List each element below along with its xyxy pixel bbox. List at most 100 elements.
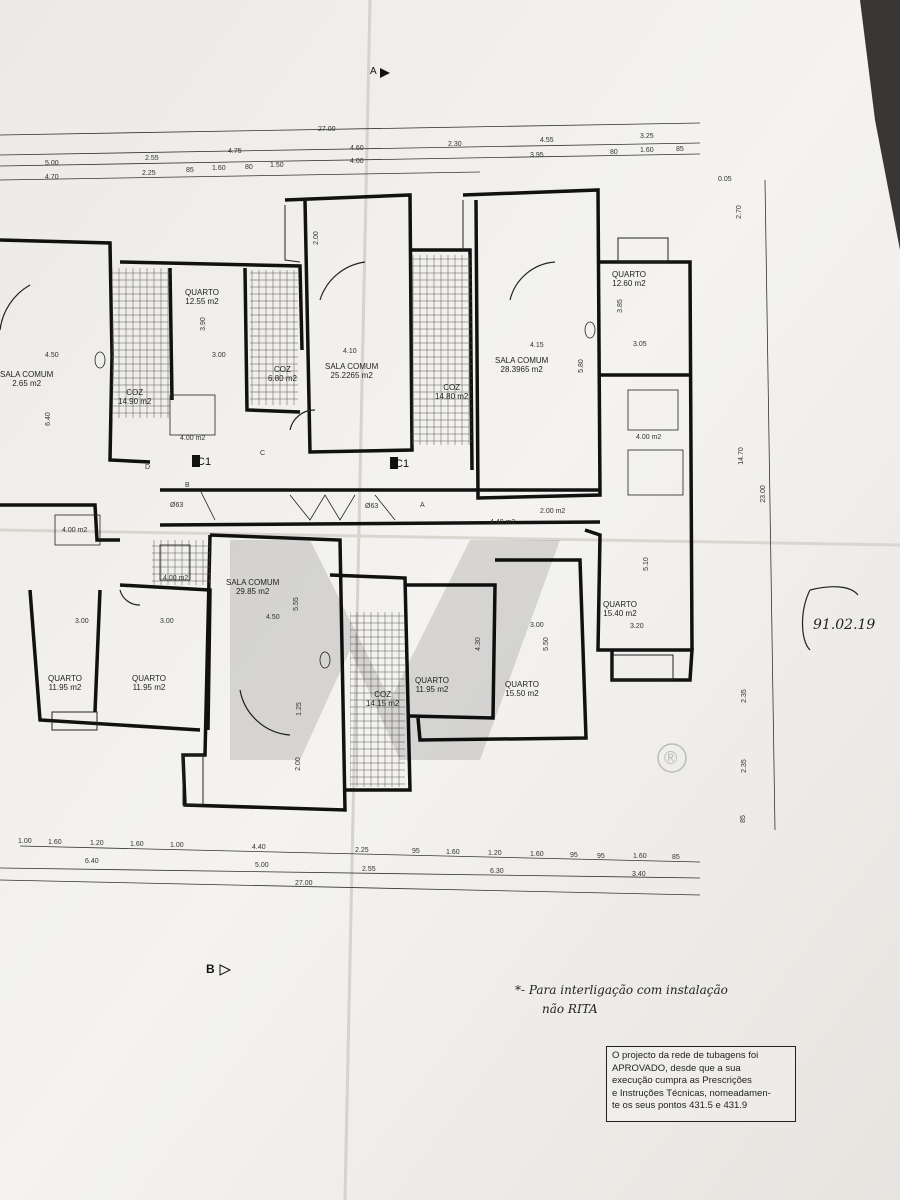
dim-bottom: 1.00 [170,842,184,849]
dim-top: 4.60 [350,145,364,152]
dim-bottom: 1.00 [18,838,32,845]
small-area: 2.00 m2 [540,508,566,515]
dim-inner: 3.00 [75,618,89,625]
dim-right: 23.00 [759,485,767,503]
dim-top: 4.00 [350,158,364,165]
dim-bottom: 95 [412,848,420,855]
dim-inner: 1.25 [295,702,303,716]
stamp-line: APROVADO, desde que a sua [612,1062,741,1074]
dim-top: 2.25 [142,170,156,177]
dim-bottom-total: 27.00 [295,880,313,887]
dim-top: 3.25 [640,133,654,140]
dim-bottom: 4.40 [252,844,266,851]
dim-bottom: 6.40 [85,858,99,865]
dim-right: 2.35 [740,759,748,773]
symbol-letter: C [260,450,266,457]
dim-inner: 4.50 [266,614,280,621]
dim-bottom: 1.60 [633,853,647,860]
approval-stamp: O projecto da rede de tubagens foi APROV… [606,1046,796,1122]
dim-inner: 5.50 [542,637,550,651]
dim-top: 3.95 [530,152,544,159]
symbol-letter: D [145,464,151,471]
stamp-line: e Instruções Técnicas, nomeadamen- [612,1087,771,1099]
dim-inner: 3.00 [160,618,174,625]
dim-inner: 3.05 [633,341,647,348]
dim-inner: 2.00 [312,231,320,245]
symbol-c1: C1 [395,458,410,470]
dim-bottom: 3.40 [632,871,646,878]
dim-top: 1.60 [212,165,226,172]
dim-right: 14.70 [737,447,745,465]
symbol-pipe: Ø63 [170,502,184,509]
section-mark-a: A [370,66,377,77]
section-mark-b: B [206,962,215,976]
dim-top-total: 27.00 [318,126,336,133]
symbol-pipe: Ø63 [365,503,379,510]
dim-right: 0.05 [718,176,732,183]
dim-right: 85 [739,815,747,823]
dim-inner: 4.15 [530,342,544,349]
dim-inner: 4.10 [343,348,357,355]
dim-inner: 3.85 [616,299,624,313]
dim-top: 2.30 [448,141,462,148]
small-area: 4.00 m2 [62,527,88,534]
dim-top: 85 [676,146,684,153]
stamp-line: O projecto da rede de tubagens foi [612,1050,759,1061]
handwritten-date: 91.02.19 [813,617,876,633]
dim-bottom: 1.60 [130,841,144,848]
dim-bottom: 5.00 [255,862,269,869]
dim-bottom: 6.30 [490,868,504,875]
small-area: 4.40 m2 [490,519,516,526]
dim-inner: 4.30 [474,637,482,651]
dim-right: 2.70 [735,205,743,219]
tiled-areas [112,255,472,787]
dim-inner: 3.00 [530,622,544,629]
dim-inner: 6.40 [44,412,52,426]
dim-top: 5.00 [45,160,59,167]
handwritten-note-line1: *- Para interligação com instalação [515,983,728,997]
dim-inner: 5.55 [292,597,300,611]
dim-bottom: 2.55 [362,866,376,873]
symbol-letter: B [185,482,190,489]
small-area: 4.00 m2 [180,435,206,442]
dim-bottom: 1.60 [446,849,460,856]
dim-inner: 3.20 [630,623,644,630]
dim-inner: 2.00 [294,757,302,771]
stamp-line: execução cumpra as Prescrições [612,1075,752,1086]
dim-top: 80 [245,164,253,171]
small-area: 4.00 m2 [636,434,662,441]
dim-top: 80 [610,149,618,156]
dim-right: 2.35 [740,689,748,703]
dim-top: 1.60 [640,147,654,154]
dim-top: 4.70 [45,174,59,181]
symbol-c1: C1 [197,456,212,468]
dim-bottom: 95 [570,852,578,859]
dim-bottom: 1.20 [488,850,502,857]
dim-top: 85 [186,167,194,174]
dim-top: 1.50 [270,162,284,169]
small-area: 4.00 m2 [163,575,189,582]
dim-inner: 5.80 [577,359,585,373]
watermark-registered: ® [664,748,678,768]
dim-bottom: 1.60 [530,851,544,858]
dim-top: 4.55 [540,137,554,144]
dim-inner: 5.10 [642,557,650,571]
dim-top: 2.55 [145,155,159,162]
handwritten-note-line2: não RITA [542,1002,598,1016]
